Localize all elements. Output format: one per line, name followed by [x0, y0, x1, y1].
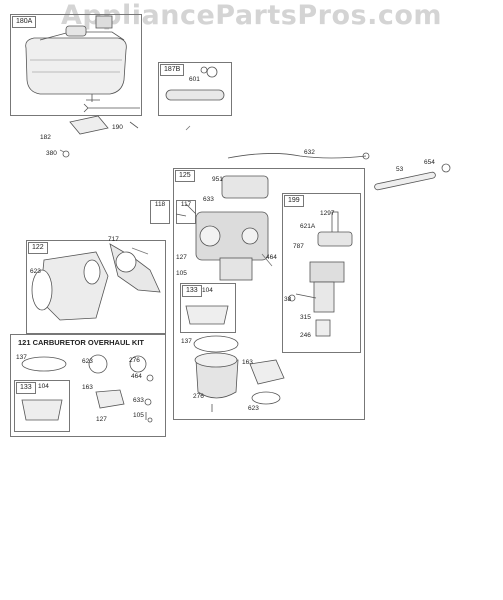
label-163-a: 163	[242, 359, 253, 366]
box-199: 199	[282, 193, 361, 353]
label-633-a: 633	[203, 196, 214, 203]
box-187b-tag: 187B	[160, 64, 185, 76]
air-filter-housing	[31, 251, 109, 321]
label-632: 632	[304, 149, 315, 156]
box-122: 122	[26, 240, 166, 334]
label-105-a: 105	[176, 270, 187, 277]
kit-parts	[21, 354, 154, 423]
bracket-182	[69, 115, 109, 135]
label-276-b: 276	[129, 357, 140, 364]
box-133b-tag: 133	[16, 382, 36, 394]
label-464-a: 464	[266, 254, 277, 261]
rod-53	[374, 171, 436, 191]
label-621a: 621A	[300, 223, 316, 230]
label-127-b: 127	[96, 416, 107, 423]
bowl-133a	[185, 305, 229, 325]
box-133a-tag: 133	[182, 285, 202, 297]
choke-assembly	[288, 211, 353, 337]
label-276-a: 276	[193, 393, 204, 400]
label-137-a: 137	[181, 338, 192, 345]
bowl-133b	[21, 399, 63, 421]
label-104-b: 104	[38, 383, 49, 390]
float-bowl	[193, 335, 285, 412]
box-133b: 133	[14, 380, 70, 432]
label-654: 654	[424, 159, 435, 166]
nut-380	[62, 150, 70, 158]
label-105-b: 105	[133, 412, 144, 419]
carburetor	[175, 175, 269, 281]
fuel-line	[165, 66, 225, 101]
label-633-b: 633	[133, 397, 144, 404]
box-125: 125	[173, 168, 365, 420]
box-187b: 187B	[158, 62, 232, 116]
label-623-c: 623	[82, 358, 93, 365]
fuel-tank	[25, 15, 140, 113]
label-104-a: 104	[202, 287, 213, 294]
label-951: 951	[212, 176, 223, 183]
box-199-tag: 199	[284, 195, 304, 207]
screw-190	[129, 121, 139, 129]
label-127-a: 127	[176, 254, 187, 261]
label-623-a: 623	[30, 268, 41, 275]
box-122-tag: 122	[28, 242, 48, 254]
label-315: 315	[300, 314, 311, 321]
kit-title: 121 CARBURETOR OVERHAUL KIT	[18, 338, 144, 347]
box-180a: 180A	[10, 14, 142, 116]
watermark: AppliancePartsPros.com	[60, 0, 443, 31]
box-180a-tag: 180A	[12, 16, 37, 28]
label-623-b: 623	[248, 405, 259, 412]
label-246: 246	[300, 332, 311, 339]
label-137-b: 137	[16, 354, 27, 361]
label-464-b: 464	[131, 373, 142, 380]
box-121-kit	[10, 334, 166, 437]
label-53: 53	[396, 166, 404, 173]
label-38: 38	[284, 296, 292, 303]
label-787: 787	[293, 243, 304, 250]
part-654	[441, 163, 451, 173]
box-118-tag: 118	[154, 201, 166, 208]
label-1297: 1297	[320, 210, 335, 217]
label-717: 717	[108, 236, 119, 243]
label-163-b: 163	[82, 384, 93, 391]
label-380: 380	[46, 150, 57, 157]
label-190: 190	[112, 124, 123, 131]
wire-632	[227, 153, 367, 159]
box-118: 118	[150, 200, 170, 224]
adapter-717	[109, 243, 161, 293]
box-133a: 133	[180, 283, 236, 333]
label-601: 601	[189, 76, 200, 83]
box-125-tag: 125	[175, 170, 195, 182]
label-182: 182	[40, 134, 51, 141]
